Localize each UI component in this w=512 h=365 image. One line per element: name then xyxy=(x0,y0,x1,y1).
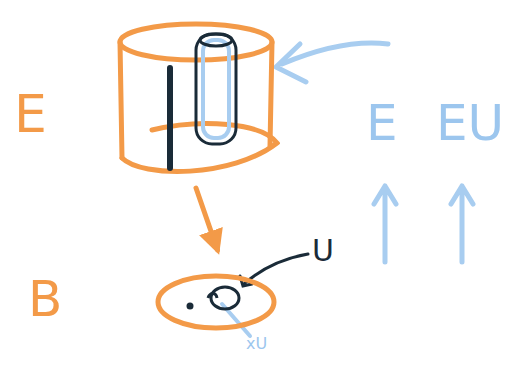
node-outline xyxy=(112,18,280,186)
projection-arrow xyxy=(196,188,218,250)
node-outline xyxy=(150,252,285,334)
leader-line xyxy=(244,254,308,284)
point-label: xU xyxy=(246,336,267,352)
pointer-arrowhead xyxy=(276,44,306,82)
fiber-bundle-label: E xyxy=(366,98,398,148)
base-space-disc: B xyxy=(150,252,285,334)
up-arrow xyxy=(374,186,396,262)
open-set-label: U xyxy=(312,236,334,266)
restricted-bundle-label: EU xyxy=(436,98,504,148)
total-space-cylinder: E xyxy=(112,18,280,186)
up-arrow xyxy=(451,186,473,262)
node-heading: E xyxy=(14,88,47,140)
node-heading: B xyxy=(28,274,62,324)
